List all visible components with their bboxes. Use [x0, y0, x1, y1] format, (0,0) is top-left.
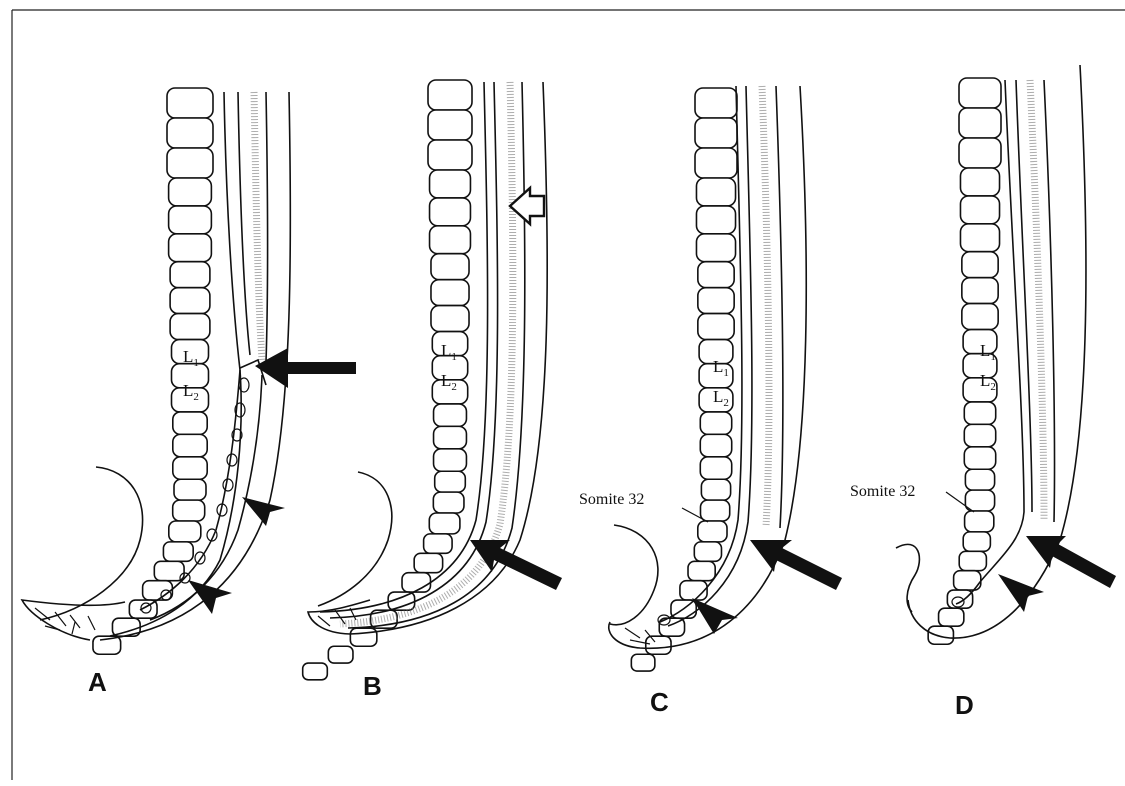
vertebra-segment	[433, 492, 464, 513]
vertebra-segment	[939, 608, 964, 626]
vertebra-segment	[170, 288, 210, 314]
vertebra-segment	[960, 168, 999, 196]
vertebra-segment	[430, 226, 471, 254]
vertebra-segment	[328, 646, 353, 663]
vertebra-segment	[431, 306, 469, 332]
vertebra-segment	[698, 314, 734, 340]
panel-letter-b: B	[363, 671, 382, 701]
vertebra-segment	[964, 402, 995, 424]
vertebra-segment	[414, 553, 442, 572]
vertebra-segment	[170, 314, 210, 340]
vertebra-segment	[631, 654, 655, 671]
vertebra-segment	[303, 663, 328, 680]
vertebra-segment	[428, 110, 472, 140]
vertebra-segment	[695, 148, 737, 178]
vertebra-segment	[700, 457, 731, 479]
somite-32-label-d: Somite 32	[850, 483, 915, 500]
vertebra-segment	[695, 88, 737, 118]
vertebra-segment	[964, 424, 995, 446]
vertebra-segment	[965, 469, 994, 490]
vertebra-segment	[169, 234, 212, 262]
vertebra-segment	[167, 148, 213, 178]
vertebra-segment	[430, 170, 471, 198]
vertebra-segment	[964, 447, 995, 469]
vertebra-segment	[402, 573, 430, 592]
vertebra-segment	[428, 140, 472, 170]
vertebra-segment	[928, 626, 953, 644]
vertebra-segment	[169, 178, 212, 206]
vertebra-segment	[173, 434, 207, 456]
vertebra-segment	[169, 206, 212, 234]
panel-letter-d: D	[955, 690, 974, 720]
vertebra-segment	[173, 457, 207, 479]
vertebra-segment	[965, 490, 994, 511]
panel-letter-a: A	[88, 667, 107, 697]
vertebra-segment	[431, 280, 469, 306]
vertebra-segment	[700, 500, 729, 521]
vertebra-segment	[700, 412, 731, 434]
vertebra-segment	[698, 521, 727, 542]
vertebra-segment	[170, 262, 210, 288]
vertebra-segment	[959, 108, 1001, 138]
vertebra-segment	[167, 118, 213, 148]
vertebra-segment	[695, 118, 737, 148]
vertebra-segment	[646, 636, 671, 654]
vertebra-segment	[350, 628, 376, 646]
vertebra-segment	[680, 581, 707, 600]
vertebra-segment	[434, 404, 467, 426]
vertebra-segment	[696, 206, 735, 234]
somite-32-label-c: Somite 32	[579, 491, 644, 508]
vertebra-segment	[959, 138, 1001, 168]
vertebra-segment	[698, 262, 734, 288]
vertebra-segment	[169, 521, 201, 542]
vertebra-segment	[700, 434, 731, 456]
vertebra-segment	[696, 178, 735, 206]
panel-letter-c: C	[650, 687, 669, 717]
vertebra-segment	[688, 561, 715, 580]
vertebra-segment	[962, 252, 998, 278]
vertebra-segment	[435, 471, 466, 492]
vertebra-segment	[698, 288, 734, 314]
vertebra-segment	[962, 278, 998, 304]
vertebra-segment	[434, 426, 467, 448]
vertebra-segment	[959, 78, 1001, 108]
vertebra-segment	[694, 542, 721, 561]
vertebra-segment	[960, 196, 999, 224]
vertebra-segment	[167, 88, 213, 118]
vertebra-segment	[434, 449, 467, 471]
vertebra-segment	[163, 542, 193, 561]
vertebra-segment	[173, 412, 207, 434]
vertebra-segment	[428, 80, 472, 110]
vertebra-segment	[173, 500, 205, 521]
vertebra-segment	[960, 224, 999, 252]
vertebra-segment	[430, 198, 471, 226]
vertebra-segment	[431, 254, 469, 280]
vertebra-segment	[424, 534, 452, 553]
vertebra-segment	[696, 234, 735, 262]
vertebra-segment	[959, 551, 986, 570]
vertebra-segment	[962, 304, 998, 330]
vertebra-segment	[174, 479, 206, 500]
vertebra-segment	[701, 479, 730, 500]
vertebra-segment	[965, 511, 994, 532]
vertebra-segment	[947, 590, 972, 608]
vertebra-segment	[429, 513, 460, 534]
vertebra-segment	[963, 532, 990, 551]
